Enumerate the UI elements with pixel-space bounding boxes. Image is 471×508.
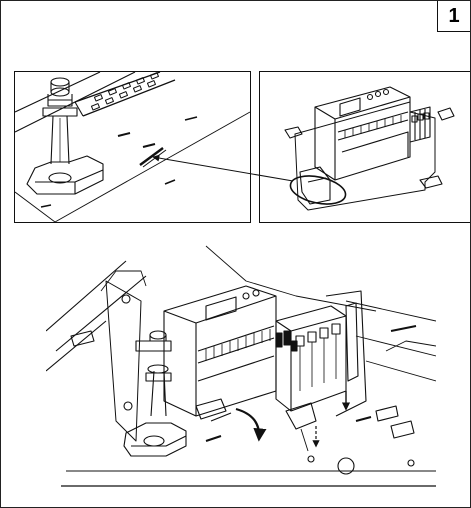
meter-installation-drawing: [46, 245, 436, 487]
highlight-ellipse: [289, 175, 347, 205]
detail-panel-mounting-stud: [14, 71, 251, 223]
step-number-badge: 1: [437, 1, 470, 32]
meter-clip-drawing: [284, 86, 455, 211]
step-number: 1: [448, 4, 460, 27]
mounting-stud-drawing: [15, 72, 250, 222]
rotate-arrow-icon: [235, 407, 267, 442]
detail-panel-meter-clip: [259, 71, 470, 223]
